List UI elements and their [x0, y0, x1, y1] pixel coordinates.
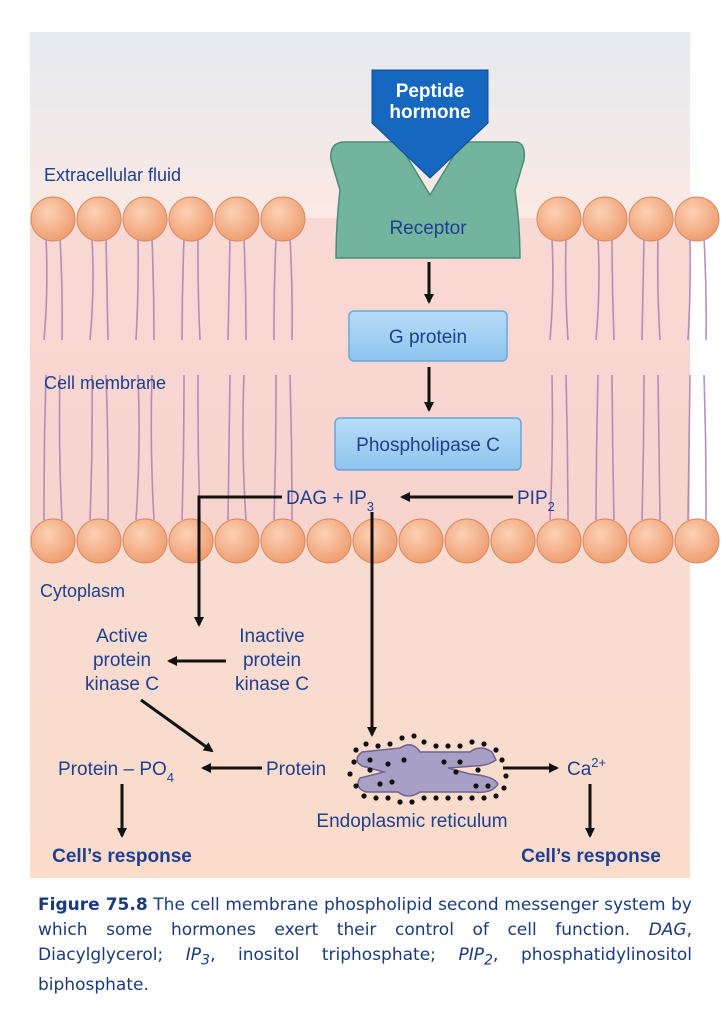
caption-ip3-sub: 3 — [201, 952, 210, 968]
lipid-head — [169, 197, 213, 241]
caption-dag-abbr: DAG — [649, 920, 687, 940]
hormone-label-line2: hormone — [389, 102, 470, 123]
lipid-head — [307, 519, 351, 563]
lipid-head — [629, 519, 673, 563]
lipid-head — [215, 519, 259, 563]
lipid-head — [123, 197, 167, 241]
lipid-head — [353, 519, 397, 563]
ribosome-dot — [367, 767, 372, 772]
caption-pip2-abbr: PIP — [458, 945, 484, 965]
figure-diagram: Receptor Peptide hormone Extracellular f… — [0, 0, 722, 890]
ribosome-dot — [453, 769, 458, 774]
figure-caption: Figure 75.8 The cell membrane phospholip… — [38, 893, 692, 998]
ribosome-dot — [499, 757, 504, 762]
ribosome-dot — [373, 795, 378, 800]
er-label: Endoplasmic reticulum — [316, 811, 507, 832]
lipid-head — [261, 519, 305, 563]
ribosome-dot — [409, 799, 414, 804]
ribosome-dot — [411, 733, 416, 738]
ribosome-dot — [389, 779, 394, 784]
ribosome-dot — [445, 795, 450, 800]
hormone-label-line1: Peptide — [396, 81, 465, 102]
lipid-head — [399, 519, 443, 563]
lipid-tail — [704, 238, 706, 340]
ribosome-dot — [493, 793, 498, 798]
ribosome-dot — [353, 747, 358, 752]
extracellular-fluid-label: Extracellular fluid — [44, 165, 181, 185]
lipid-head — [445, 519, 489, 563]
ribosome-dot — [421, 739, 426, 744]
protein-label: Protein — [266, 759, 326, 780]
caption-ip3-abbr: IP — [186, 945, 201, 965]
ribosome-dot — [367, 757, 372, 762]
active-pkc-line3: kinase C — [85, 674, 159, 695]
active-pkc-line1: Active — [96, 626, 148, 647]
inactive-pkc-line2: protein — [243, 650, 301, 671]
ribosome-dot — [361, 793, 366, 798]
ribosome-dot — [397, 799, 402, 804]
lipid-head — [77, 197, 121, 241]
lipid-head — [169, 519, 213, 563]
cell-membrane-label: Cell membrane — [44, 373, 166, 393]
ribosome-dot — [445, 743, 450, 748]
lipid-head — [123, 519, 167, 563]
cytoplasm-label: Cytoplasm — [40, 581, 125, 601]
ribosome-dot — [485, 783, 490, 788]
ribosome-dot — [387, 741, 392, 746]
ribosome-dot — [469, 795, 474, 800]
ribosome-dot — [433, 795, 438, 800]
lipid-head — [491, 519, 535, 563]
caption-figure-label: Figure 75.8 — [38, 895, 148, 915]
ribosome-dot — [385, 795, 390, 800]
ribosome-dot — [433, 743, 438, 748]
ribosome-dot — [401, 757, 406, 762]
lipid-head — [31, 197, 75, 241]
ribosome-dot — [457, 759, 462, 764]
ribosome-dot — [385, 761, 390, 766]
inactive-pkc-line3: kinase C — [235, 674, 309, 695]
ribosome-dot — [351, 759, 356, 764]
lipid-head — [675, 197, 719, 241]
ribosome-dot — [501, 785, 506, 790]
lipid-heads-inner — [31, 519, 719, 563]
lipid-head — [537, 197, 581, 241]
ribosome-dot — [347, 771, 352, 776]
lipid-tail — [704, 375, 706, 520]
phospholipase-c-label: Phospholipase C — [356, 435, 500, 456]
ribosome-dot — [457, 743, 462, 748]
lipid-head — [215, 197, 259, 241]
ribosome-dot — [421, 795, 426, 800]
ribosome-dot — [493, 747, 498, 752]
lipid-head — [629, 197, 673, 241]
ribosome-dot — [457, 795, 462, 800]
ribosome-dot — [399, 735, 404, 740]
g-protein-label: G protein — [389, 327, 467, 348]
receptor-label: Receptor — [389, 218, 467, 239]
ribosome-dot — [469, 739, 474, 744]
ribosome-dot — [377, 781, 382, 786]
ribosome-dot — [441, 759, 446, 764]
lipid-head — [537, 519, 581, 563]
lipid-head — [31, 519, 75, 563]
ribosome-dot — [473, 783, 478, 788]
ribosome-dot — [503, 773, 508, 778]
cell-response-left: Cell’s response — [52, 846, 192, 867]
ribosome-dot — [481, 741, 486, 746]
cell-response-right: Cell’s response — [521, 846, 661, 867]
ribosome-dot — [475, 767, 480, 772]
lipid-head — [675, 519, 719, 563]
ribosome-dot — [375, 743, 380, 748]
lipid-head — [583, 519, 627, 563]
caption-pip2-sub: 2 — [484, 952, 493, 968]
ribosome-dot — [481, 795, 486, 800]
caption-ip3-def: , inositol triphosphate; — [210, 945, 458, 965]
active-pkc-line2: protein — [93, 650, 151, 671]
lipid-head — [261, 197, 305, 241]
lipid-head — [583, 197, 627, 241]
lipid-head — [77, 519, 121, 563]
ribosome-dot — [353, 783, 358, 788]
ribosome-dot — [363, 741, 368, 746]
inactive-pkc-line1: Inactive — [239, 626, 304, 647]
